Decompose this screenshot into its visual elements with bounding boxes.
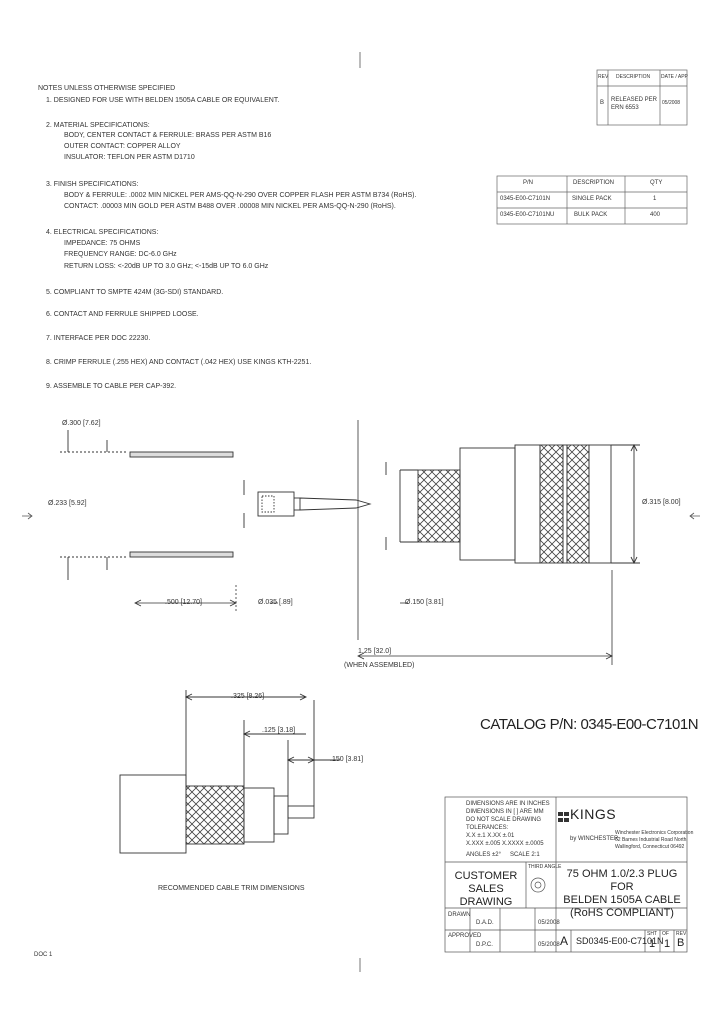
rev-header-date: DATE / APP: [661, 74, 688, 80]
dim-trim-125: .125 [3.18]: [262, 727, 296, 734]
parts-row-1-qty: 1: [653, 196, 657, 202]
parts-row-1-pn: 0345-E00-C7101N: [500, 196, 551, 202]
note-item: IMPEDANCE: 75 OHMS: [64, 240, 141, 247]
company-line: 62 Barnes Industrial Road North: [615, 837, 687, 843]
note-item: 8. CRIMP FERRULE (.255 HEX) AND CONTACT …: [46, 359, 312, 366]
parts-row-2-qty: 400: [650, 212, 661, 218]
parts-table-lines: [496, 175, 688, 225]
footer-doc: DOC 1: [34, 952, 53, 958]
rev-date: 05/2008: [662, 100, 681, 106]
dim-trim-150: .150 [3.81]: [330, 756, 364, 763]
drawing-revision: B: [677, 937, 685, 949]
kings-logo-mark: [558, 812, 569, 822]
rev-header-rev: REV: [598, 74, 609, 80]
tolerance-line: DIMENSIONS IN [ ] ARE MM: [466, 809, 544, 815]
drawing-title: 75 OHM 1.0/2.3 PLUG FOR BELDEN 1505A CAB…: [558, 868, 686, 920]
sheet-size: A: [560, 934, 569, 948]
dim-when-assembled: (WHEN ASSEMBLED): [344, 662, 415, 669]
company-logo: KINGS: [570, 806, 617, 822]
parts-header-qty: QTY: [650, 180, 663, 186]
revision-table-lines: [596, 69, 688, 126]
title-block-lines: [444, 796, 688, 953]
tolerance-block: DIMENSIONS ARE IN INCHES DIMENSIONS IN […: [466, 800, 550, 848]
approved-date: 05/2008: [538, 942, 560, 948]
note-item: 1. DESIGNED FOR USE WITH BELDEN 1505A CA…: [46, 97, 280, 104]
company-by: by WINCHESTER: [570, 836, 619, 842]
trim-caption: RECOMMENDED CABLE TRIM DIMENSIONS: [158, 885, 305, 892]
customer-sales-drawing: CUSTOMER SALES DRAWING: [454, 870, 518, 908]
dim-len-500: .500 [12.70]: [165, 599, 202, 606]
drawn-by: D.A.D.: [476, 920, 494, 926]
note-item: 6. CONTACT AND FERRULE SHIPPED LOOSE.: [46, 311, 199, 318]
note-item: BODY & FERRULE: .0002 MIN NICKEL PER AMS…: [64, 192, 417, 199]
of-label: OF: [662, 931, 669, 937]
drawing-title-line: 75 OHM 1.0/2.3 PLUG FOR: [566, 868, 678, 893]
note-item: 5. COMPLIANT TO SMPTE 424M (3G-SDI) STAN…: [46, 289, 224, 296]
third-angle-label: THIRD ANGLE: [528, 864, 562, 870]
note-item: BODY, CENTER CONTACT & FERRULE: BRASS PE…: [64, 132, 272, 139]
note-item: 7. INTERFACE PER DOC 22230.: [46, 335, 151, 342]
angles-tolerance: ANGLES ±2°: [466, 852, 502, 858]
notes-header: NOTES UNLESS OTHERWISE SPECIFIED: [38, 85, 176, 92]
tolerance-line: DO NOT SCALE DRAWING: [466, 817, 542, 823]
trim-view: [119, 690, 340, 854]
dim-dia-315: Ø.315 [8.00]: [642, 499, 681, 506]
dim-dia-300: Ø.300 [7.62]: [62, 420, 101, 427]
notes-block: NOTES UNLESS OTHERWISE SPECIFIED 1. DESI…: [38, 84, 488, 394]
catalog-part-number: CATALOG P/N: 0345-E00-C7101N: [480, 716, 699, 733]
drawing-number: SD0345-E00-C7101N: [576, 936, 664, 946]
company-line: Winchester Electronics Corporation: [615, 830, 694, 836]
rev-description: RELEASED PER ERN 6553: [611, 97, 658, 111]
note-item: FREQUENCY RANGE: DC-6.0 GHz: [64, 251, 177, 258]
parts-row-2-pn: 0345-E00-C7101NU: [500, 212, 555, 218]
note-item: 9. ASSEMBLE TO CABLE PER CAP-392.: [46, 383, 177, 390]
note-item: CONTACT: .00003 MIN GOLD PER ASTM B488 O…: [64, 203, 396, 210]
approved-label: APPROVED: [448, 933, 482, 939]
note-item: RETURN LOSS: <-20dB UP TO 3.0 GHz; <-15d…: [64, 263, 269, 270]
sheet-label: SHT: [647, 931, 657, 937]
drawn-date: 05/2008: [538, 920, 560, 926]
parts-row-2-description: BULK PACK: [574, 212, 608, 218]
dim-dia-035: Ø.035 [.89]: [258, 599, 293, 606]
tolerance-line: X.X ±.1 X.XX ±.01: [466, 833, 515, 839]
dimension-lines: [134, 420, 613, 665]
dim-len-125: 1.25 [32.0]: [358, 648, 392, 655]
drawn-label: DRAWN: [448, 912, 471, 918]
parts-row-1-description: SINGLE PACK: [572, 196, 612, 202]
rev-letter: B: [600, 100, 605, 106]
tolerance-line: TOLERANCES:: [466, 825, 509, 831]
note-item: OUTER CONTACT: COPPER ALLOY: [64, 143, 181, 150]
parts-header-description: DESCRIPTION: [573, 180, 615, 186]
dim-dia-233: Ø.233 [5.92]: [48, 500, 87, 507]
note-item: 2. MATERIAL SPECIFICATIONS:: [46, 122, 150, 129]
tolerance-line: X.XXX ±.005 X.XXXX ±.0005: [466, 841, 544, 847]
sheet-number: 1: [649, 938, 656, 950]
drawing-title-line: (RoHS COMPLIANT): [570, 907, 674, 919]
note-item: INSULATOR: TEFLON PER ASTM D1710: [64, 154, 195, 161]
tolerance-line: DIMENSIONS ARE IN INCHES: [466, 801, 550, 807]
dim-dia-150: Ø.150 [3.81]: [405, 599, 444, 606]
company-line: Wallingford, Connecticut 06492: [615, 844, 685, 850]
rev-header-description: DESCRIPTION: [616, 74, 651, 80]
drawing-title-line: BELDEN 1505A CABLE: [563, 894, 681, 906]
parts-header-pn: P/N: [523, 180, 534, 186]
drawing-scale: SCALE 2:1: [510, 852, 540, 858]
approved-by: D.P.C.: [476, 942, 493, 948]
rev-label: REV: [676, 931, 687, 937]
note-item: 4. ELECTRICAL SPECIFICATIONS:: [46, 229, 159, 236]
note-item: 3. FINISH SPECIFICATIONS:: [46, 181, 139, 188]
main-view: [60, 430, 640, 580]
sheet-of: 1: [664, 938, 671, 950]
dim-trim-325: .325 [8.26]: [231, 693, 265, 700]
border-marks: [22, 52, 700, 972]
company-address: Winchester Electronics Corporation 62 Ba…: [615, 830, 693, 851]
